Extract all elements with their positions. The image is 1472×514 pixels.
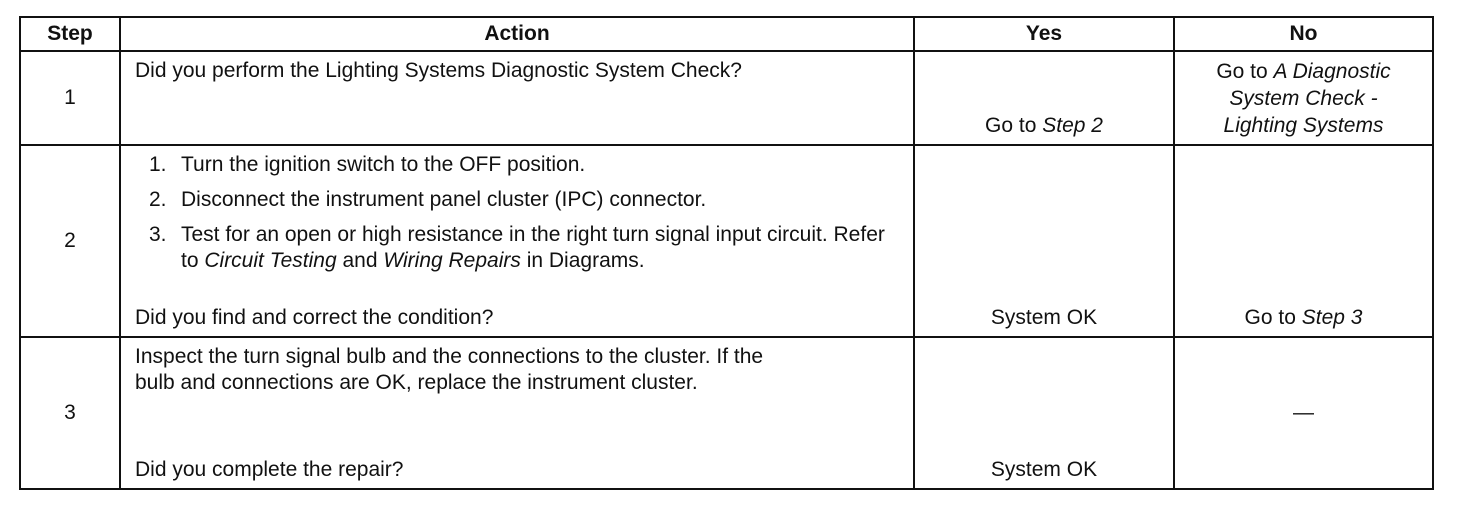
- step-number: 3: [19, 336, 121, 490]
- substep-item: 3. Test for an open or high resistance i…: [149, 222, 899, 274]
- no-cell: —: [1173, 336, 1434, 490]
- header-no: No: [1173, 16, 1434, 52]
- action-question: Did you find and correct the condition?: [135, 306, 494, 329]
- no-step-reference: Step 3: [1301, 306, 1363, 329]
- substep-text: and: [336, 249, 384, 272]
- diagnostic-table: Step Action Yes No 1 Did you perform the…: [19, 16, 1434, 490]
- substep-number: 3.: [149, 223, 167, 246]
- yes-cell: Go to Step 2: [913, 50, 1175, 146]
- header-step: Step: [19, 16, 121, 52]
- no-outcome: Go to Step 3: [1175, 306, 1432, 330]
- no-cell: Go to Step 3: [1173, 144, 1434, 338]
- no-outcome-dash: —: [1293, 401, 1314, 424]
- no-reference-line3: Lighting Systems: [1223, 114, 1384, 137]
- action-text-line1: Inspect the turn signal bulb and the con…: [135, 345, 764, 368]
- diagnostic-table-container: Step Action Yes No 1 Did you perform the…: [19, 16, 1434, 490]
- no-prefix: Go to: [1216, 60, 1274, 83]
- action-question: Did you complete the repair?: [135, 458, 404, 481]
- substep-list: 1. Turn the ignition switch to the OFF p…: [135, 152, 899, 274]
- action-cell: Did you perform the Lighting Systems Dia…: [119, 50, 915, 146]
- substep-item: 1. Turn the ignition switch to the OFF p…: [149, 152, 899, 178]
- substep-item: 2. Disconnect the instrument panel clust…: [149, 187, 899, 213]
- yes-outcome: Go to Step 2: [915, 114, 1173, 138]
- step-number: 2: [19, 144, 121, 338]
- yes-cell: System OK: [913, 336, 1175, 490]
- no-reference-line1: A Diagnostic: [1273, 60, 1391, 83]
- substep-text: Turn the ignition switch to the OFF posi…: [181, 153, 586, 176]
- action-cell: 1. Turn the ignition switch to the OFF p…: [119, 144, 915, 338]
- yes-outcome: System OK: [990, 306, 1098, 329]
- yes-cell: System OK: [913, 144, 1175, 338]
- no-outcome: Go to A Diagnostic System Check - Lighti…: [1175, 58, 1432, 139]
- yes-outcome: System OK: [990, 458, 1098, 481]
- no-reference-line2: System Check -: [1229, 87, 1378, 110]
- substep-text: Disconnect the instrument panel cluster …: [181, 188, 707, 211]
- table-header-row: Step Action Yes No: [19, 16, 1434, 52]
- step-number: 1: [19, 50, 121, 146]
- table-row: 3 Inspect the turn signal bulb and the c…: [19, 336, 1434, 490]
- no-cell: Go to A Diagnostic System Check - Lighti…: [1173, 50, 1434, 146]
- table-row: 2 1. Turn the ignition switch to the OFF…: [19, 144, 1434, 338]
- yes-step-reference: Step 2: [1042, 114, 1103, 137]
- action-cell: Inspect the turn signal bulb and the con…: [119, 336, 915, 490]
- circuit-testing-reference: Circuit Testing: [204, 249, 337, 272]
- substep-text: Test for an open or high resistance in t…: [181, 223, 885, 272]
- yes-prefix: Go to: [985, 114, 1043, 137]
- wiring-repairs-reference: Wiring Repairs: [383, 249, 521, 272]
- table-row: 1 Did you perform the Lighting Systems D…: [19, 50, 1434, 146]
- header-action: Action: [119, 16, 915, 52]
- action-question: Did you perform the Lighting Systems Dia…: [135, 59, 742, 82]
- substep-text: in Diagrams.: [520, 249, 645, 272]
- substep-number: 1.: [149, 153, 167, 176]
- action-text-line2: bulb and connections are OK, replace the…: [135, 371, 698, 394]
- no-prefix: Go to: [1244, 306, 1302, 329]
- header-yes: Yes: [913, 16, 1175, 52]
- substep-number: 2.: [149, 188, 167, 211]
